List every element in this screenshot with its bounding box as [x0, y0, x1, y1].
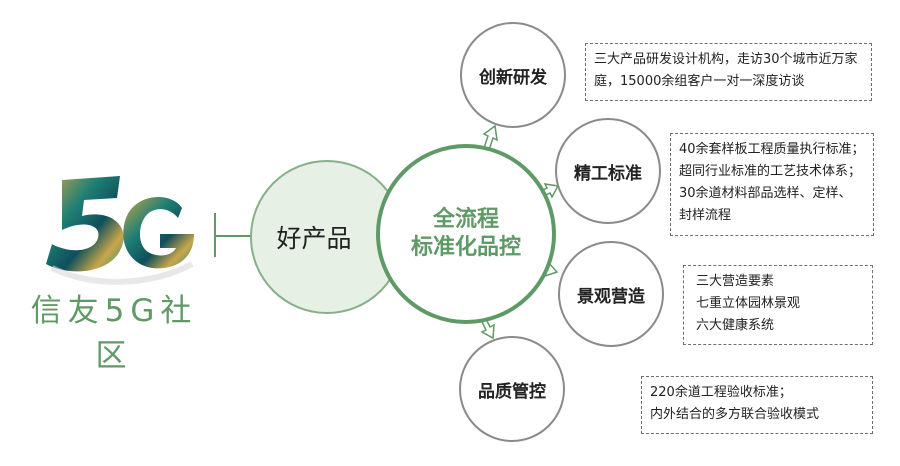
- branch-label: 景观营造: [577, 286, 645, 307]
- desc-line: 超同行业标准的工艺技术体系；: [679, 164, 862, 179]
- desc-line: 六大健康系统: [696, 318, 775, 333]
- logo-mark: COMMUNITY: [22, 168, 212, 290]
- desc-line: 220余道工程验收标准；: [650, 385, 792, 400]
- desc-box-quality-control: 220余道工程验收标准； 内外结合的多方联合验收模式: [641, 376, 873, 434]
- desc-line: 三大产品研发设计机构，走访30个城市近万家: [594, 52, 858, 67]
- branch-label: 品质管控: [478, 381, 546, 402]
- branch-circle-quality-control: 品质管控: [459, 336, 565, 442]
- branch-circle-landscape: 景观营造: [558, 241, 664, 347]
- desc-box-standards: 40余套样板工程质量执行标准； 超同行业标准的工艺技术体系； 30余道材料部品选…: [670, 133, 874, 236]
- desc-line: 30余道材料部品选样、定样、: [679, 186, 852, 201]
- desc-line: 三大营造要素: [696, 274, 775, 289]
- main-quality-circle: 全流程 标准化品控: [376, 144, 556, 324]
- desc-line: 封样流程: [679, 208, 732, 223]
- main-circle-line1: 全流程: [432, 207, 499, 232]
- desc-box-landscape: 三大营造要素 七重立体园林景观 六大健康系统: [683, 265, 873, 345]
- desc-line: 内外结合的多方联合验收模式: [650, 407, 820, 422]
- good-product-label: 好产品: [276, 224, 352, 253]
- branch-circle-innovation: 创新研发: [460, 22, 566, 128]
- branch-circle-standards: 精工标准: [555, 118, 661, 224]
- brand-name: 信友5G社区: [30, 293, 198, 374]
- branch-label: 精工标准: [574, 163, 642, 184]
- desc-box-innovation: 三大产品研发设计机构，走访30个城市近万家 庭，15000余组客户一对一深度访谈: [585, 43, 872, 101]
- desc-line: 庭，15000余组客户一对一深度访谈: [594, 74, 805, 89]
- main-circle-line2: 标准化品控: [410, 235, 521, 260]
- logo-sub-text: COMMUNITY: [36, 239, 95, 248]
- desc-line: 40余套样板工程质量执行标准；: [679, 142, 865, 157]
- branch-label: 创新研发: [479, 67, 547, 88]
- desc-line: 七重立体园林景观: [696, 296, 801, 311]
